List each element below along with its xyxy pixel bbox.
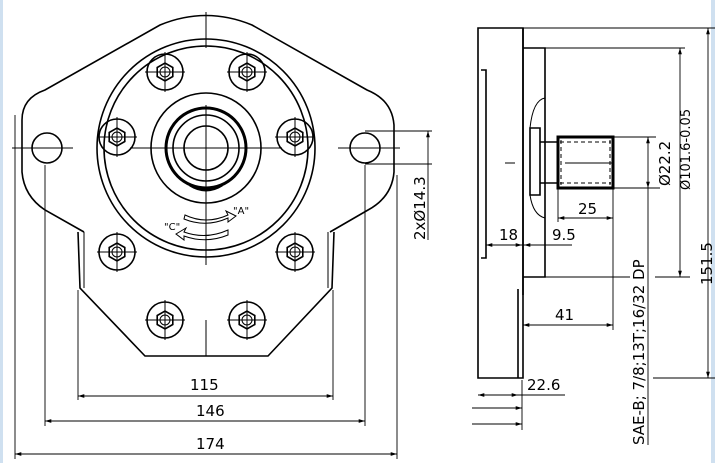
bolt-icon (275, 117, 315, 157)
dim-shaft-dia: Ø22.2 (656, 141, 674, 186)
bolt-icon (97, 117, 137, 157)
side-view: 18 9.5 25 41 22.6 Ø22.2 Ø101.6-0.05 151.… (472, 27, 715, 445)
spline-spec: SAE-B; 7/8;13T;16/32 DP (630, 259, 648, 445)
dim-25: 25 (578, 200, 597, 218)
front-view: "A" "C" 115 146 174 2xØ14.3 (12, 12, 432, 459)
dim-18: 18 (499, 226, 518, 244)
bolt-icon (227, 52, 267, 92)
flange-outline (21, 14, 395, 233)
rotation-label-c: "C" (164, 222, 180, 233)
left-border-strip (0, 0, 3, 463)
dim-174: 174 (196, 435, 225, 453)
bolt-icon (275, 232, 315, 272)
side-body-outline (477, 27, 524, 379)
dim-115: 115 (190, 376, 219, 394)
bolt-icon (145, 52, 185, 92)
dim-146: 146 (196, 402, 225, 420)
right-border-strip (711, 0, 715, 463)
flange-profile (523, 47, 546, 278)
bolt-icon (97, 232, 137, 272)
bolt-icon (145, 300, 185, 340)
bolts (97, 52, 315, 340)
rotation-arrow-a-icon (183, 209, 237, 224)
splined-shaft (556, 135, 615, 190)
dim-22-6: 22.6 (527, 376, 560, 394)
dim-holes: 2xØ14.3 (411, 176, 429, 240)
rotation-label-a: "A" (233, 206, 249, 217)
dim-height: 151.5 (698, 242, 715, 285)
bolt-icon (227, 300, 267, 340)
shaft-neck (540, 141, 559, 184)
dim-9-5: 9.5 (552, 226, 576, 244)
dim-41: 41 (555, 306, 574, 324)
rotation-arrow-c-icon (175, 226, 229, 241)
dim-pilot-dia: Ø101.6-0.05 (679, 109, 694, 190)
